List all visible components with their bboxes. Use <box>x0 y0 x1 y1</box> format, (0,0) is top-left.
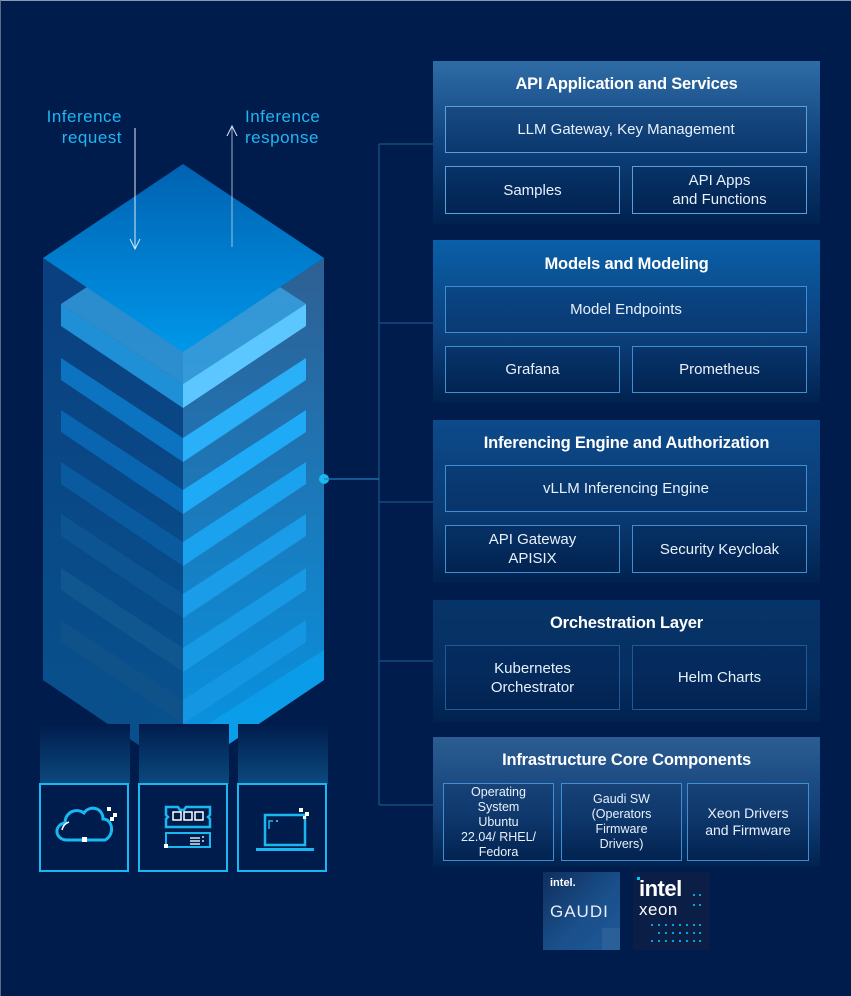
box-security-keycloak: Security Keycloak <box>632 525 807 573</box>
cloud-tile <box>39 783 129 872</box>
laptop-tile <box>237 783 327 872</box>
icon-stem <box>139 724 229 784</box>
gaudi-logo-corner <box>602 928 620 950</box>
tower-top-face <box>43 164 324 352</box>
intel-xeon-logo: intel xeon <box>633 872 710 950</box>
server-tower-illustration <box>43 124 324 775</box>
panel-title: Infrastructure Core Components <box>502 751 751 769</box>
cloud-icon <box>55 806 117 842</box>
box-grafana: Grafana <box>445 346 620 393</box>
box-api-apps: API Apps and Functions <box>632 166 807 214</box>
response-arrow-head <box>226 124 238 137</box>
gaudi-logo-brand: intel. <box>550 877 576 889</box>
hardware-memory-icon <box>164 805 212 848</box>
box-helm-charts: Helm Charts <box>632 645 807 710</box>
inference-request-text: Inference request <box>46 107 122 147</box>
layer-connector <box>319 143 433 806</box>
xeon-logo-accent <box>637 877 640 880</box>
panel-title: Inferencing Engine and Authorization <box>483 434 770 452</box>
inference-response-label: Inference response <box>245 106 335 148</box>
xeon-logo-product: xeon <box>639 900 678 919</box>
laptop-icon <box>256 808 314 851</box>
box-model-endpoints: Model Endpoints <box>445 286 807 333</box>
box-operating-system: Operating System Ubuntu 22.04/ RHEL/ Fed… <box>443 783 554 861</box>
box-vllm-engine: vLLM Inferencing Engine <box>445 465 807 512</box>
panel-orchestration-layer: Orchestration Layer Kubernetes Orchestra… <box>433 600 820 722</box>
panel-api-application-services: API Application and Services LLM Gateway… <box>433 61 820 224</box>
box-xeon-drivers: Xeon Drivers and Firmware <box>687 783 809 861</box>
gaudi-logo-product: GAUDI <box>550 902 609 921</box>
panel-title: API Application and Services <box>515 75 738 93</box>
inference-request-label: Inference request <box>40 106 122 148</box>
box-gaudi-sw: Gaudi SW (Operators Firmware Drivers) <box>561 783 682 861</box>
request-arrow-head <box>129 238 141 251</box>
panel-title: Orchestration Layer <box>549 614 703 632</box>
hardware-tile <box>138 783 228 872</box>
inference-response-text: Inference response <box>245 107 321 147</box>
box-llm-gateway: LLM Gateway, Key Management <box>445 106 807 153</box>
box-api-gateway: API Gateway APISIX <box>445 525 620 573</box>
xeon-logo-brand: intel <box>639 876 682 901</box>
icon-stem <box>40 724 130 784</box>
panel-models-modeling: Models and Modeling Model Endpoints Graf… <box>433 240 820 403</box>
intel-gaudi-logo: intel. GAUDI <box>543 872 620 950</box>
tower-slab <box>61 462 306 566</box>
box-samples: Samples <box>445 166 620 214</box>
tower-slab <box>61 620 306 724</box>
box-prometheus: Prometheus <box>632 346 807 393</box>
tower-slab <box>61 358 306 462</box>
tower-slab <box>61 410 306 514</box>
panel-inferencing-engine: Inferencing Engine and Authorization vLL… <box>433 420 820 583</box>
tower-slab <box>61 568 306 672</box>
tower-slab <box>61 514 306 618</box>
box-kubernetes: Kubernetes Orchestrator <box>445 645 620 710</box>
icon-stem <box>238 724 328 784</box>
panel-title: Models and Modeling <box>544 255 709 273</box>
xeon-logo-dot-pattern <box>651 894 701 942</box>
panel-infrastructure-core: Infrastructure Core Components Operating… <box>433 737 820 867</box>
